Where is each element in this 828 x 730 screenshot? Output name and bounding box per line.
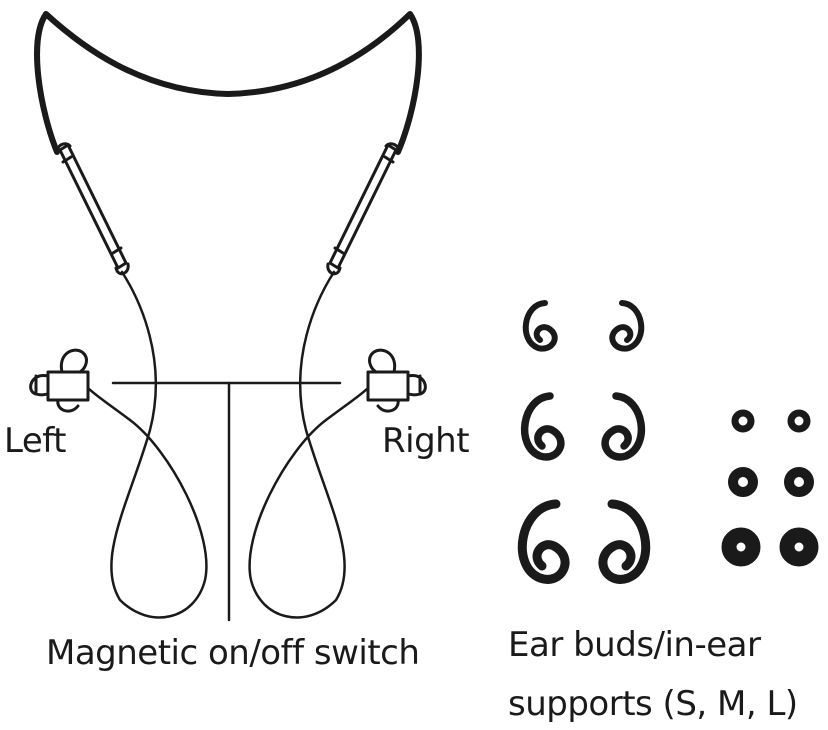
support-small-left bbox=[522, 300, 558, 352]
support-large-left bbox=[517, 499, 570, 584]
left-earbud bbox=[29, 348, 90, 413]
switch-label: Magnetic on/off switch bbox=[46, 633, 420, 673]
earbuds-label-line2: supports (S, M, L) bbox=[508, 684, 798, 724]
support-medium-left bbox=[520, 392, 565, 461]
right-cable bbox=[248, 270, 370, 619]
support-small-right bbox=[609, 300, 645, 352]
left-cable bbox=[86, 270, 208, 619]
earbuds-label-line1: Ear buds/in-ear bbox=[508, 625, 761, 665]
neckband bbox=[34, 11, 422, 155]
left-battery-housing bbox=[56, 142, 130, 276]
ear-tip-small-1 bbox=[731, 409, 755, 433]
support-large-right bbox=[598, 499, 651, 584]
ear-tips bbox=[721, 409, 819, 567]
right-battery-housing bbox=[326, 142, 400, 276]
left-label: Left bbox=[4, 421, 66, 461]
ear-tip-large-1 bbox=[721, 527, 761, 567]
in-ear-supports bbox=[517, 300, 651, 584]
ear-tip-large-2 bbox=[779, 527, 819, 567]
right-label: Right bbox=[382, 421, 470, 461]
ear-tip-medium-2 bbox=[784, 467, 814, 497]
ear-tip-small-2 bbox=[787, 409, 811, 433]
ear-tip-medium-1 bbox=[728, 467, 758, 497]
support-medium-right bbox=[601, 392, 646, 461]
right-earbud bbox=[366, 348, 427, 413]
